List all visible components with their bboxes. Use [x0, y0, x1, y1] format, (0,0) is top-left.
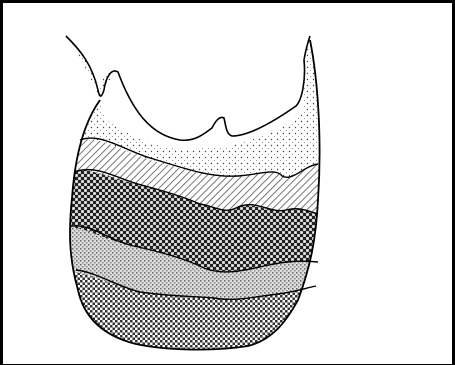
layered-vessel-diagram — [0, 0, 455, 365]
